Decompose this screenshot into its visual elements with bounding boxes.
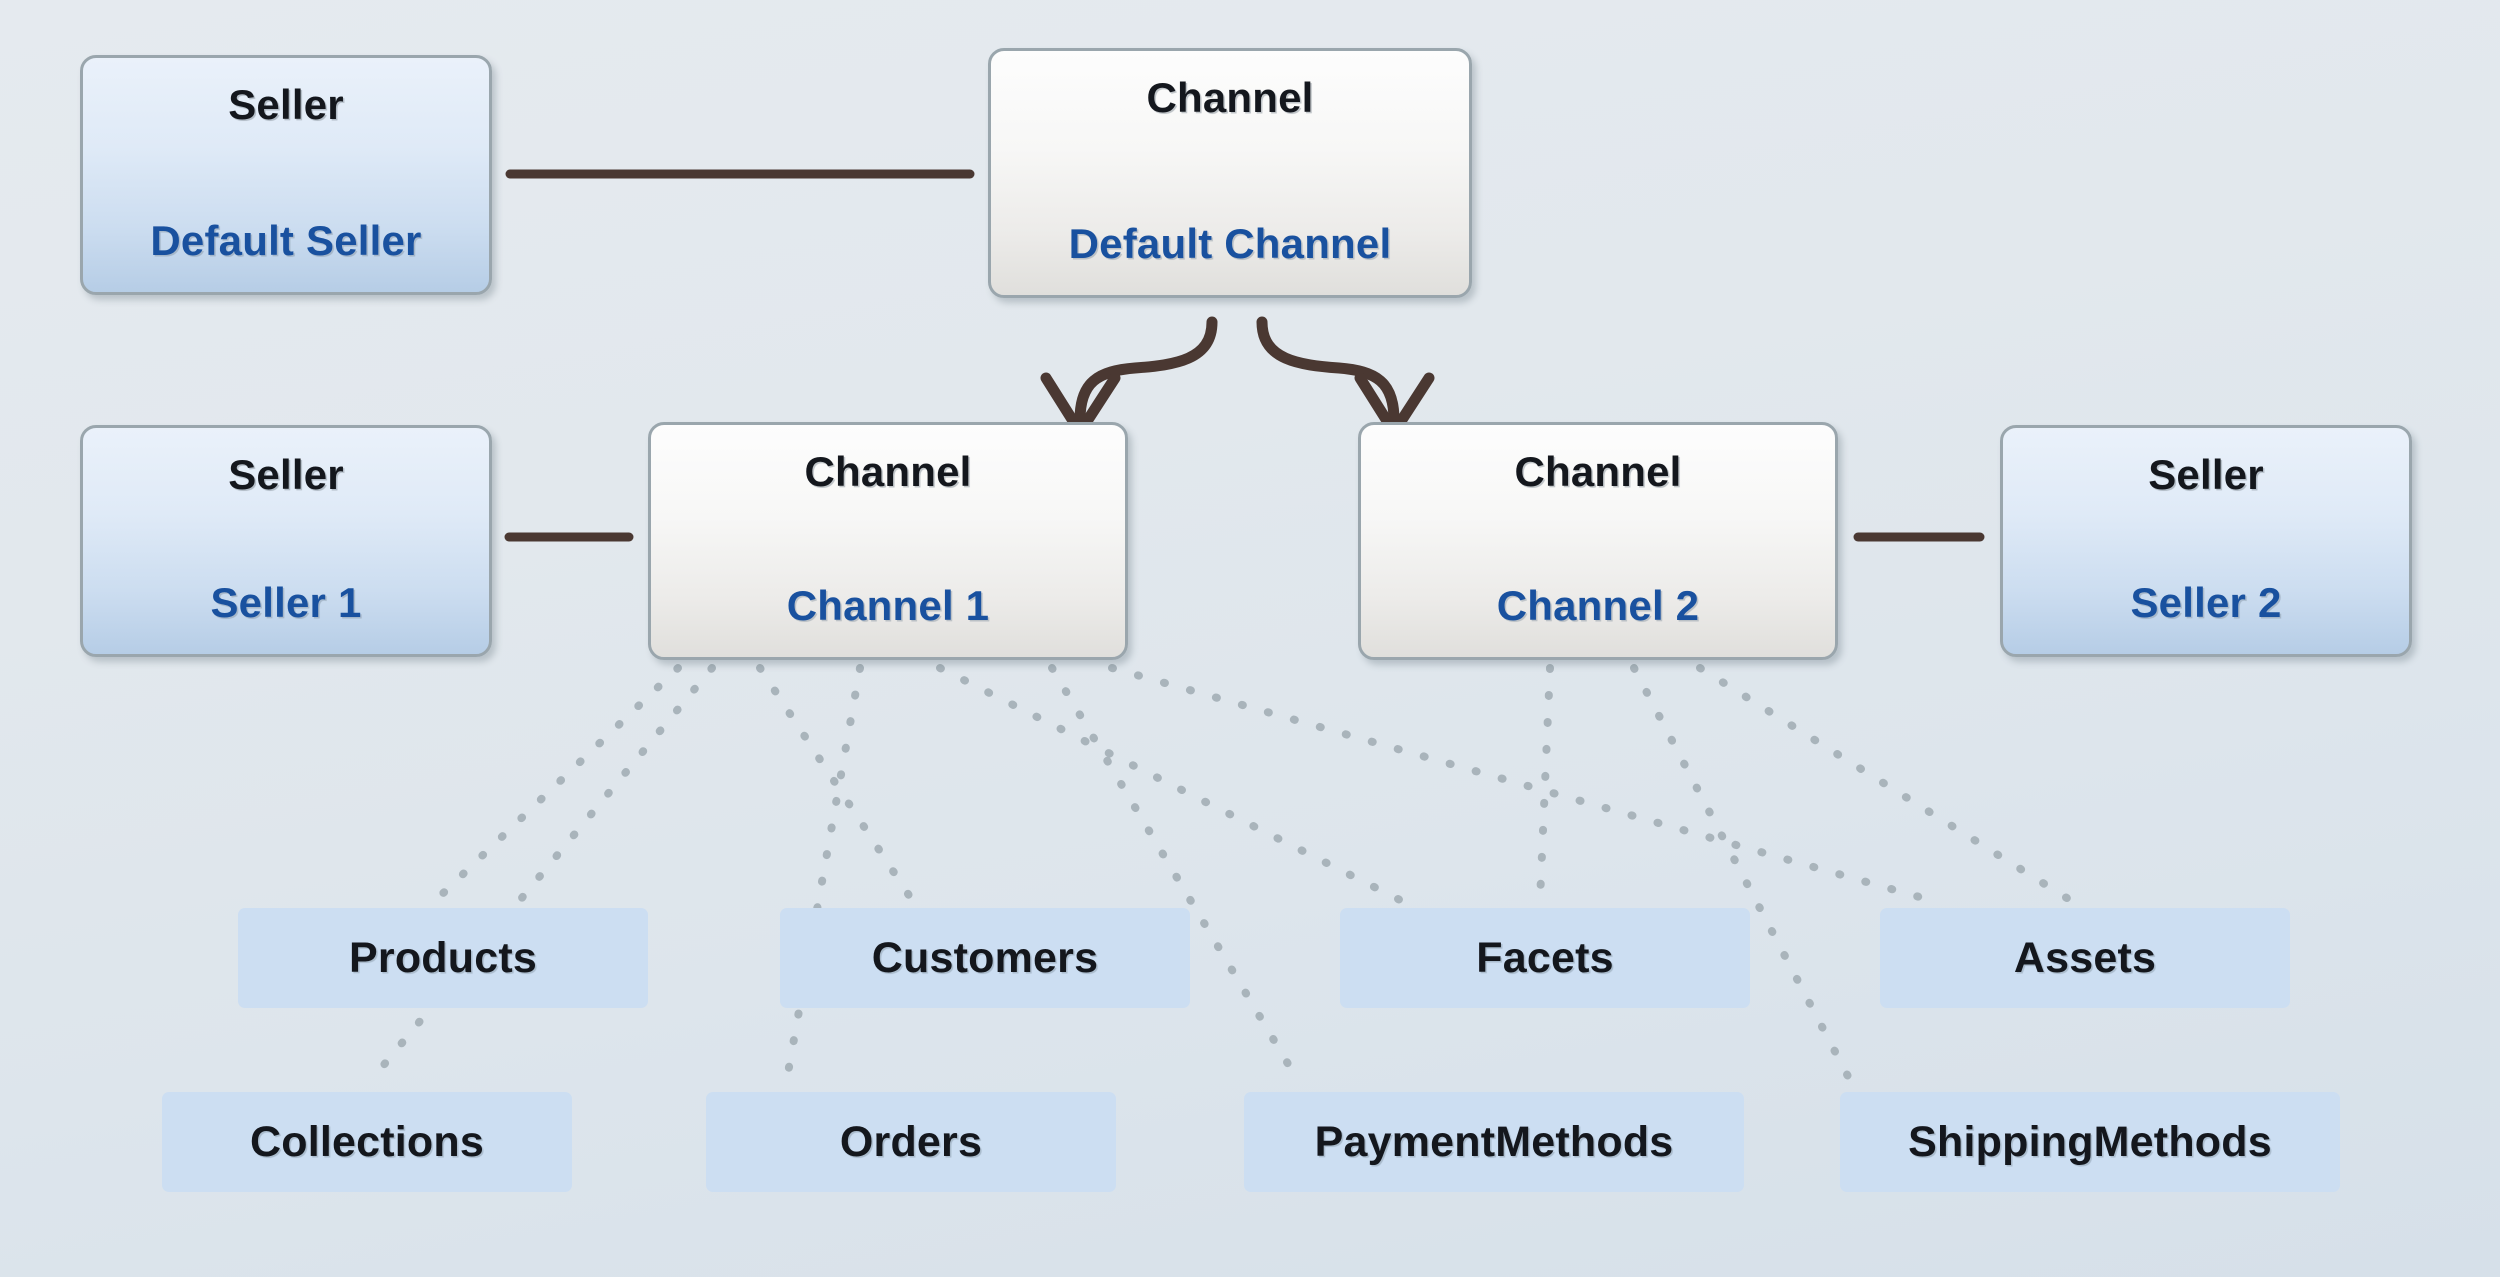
entity-chip-label: Customers xyxy=(871,933,1099,982)
entity-chip-label: Collections xyxy=(250,1117,484,1166)
dotted-link-channel2-to-assets xyxy=(1696,664,2074,904)
entity-chip-customers[interactable]: Customers xyxy=(780,908,1190,1008)
node-type-label: Channel xyxy=(1514,448,1682,495)
entity-chip-orders[interactable]: Orders xyxy=(706,1092,1116,1192)
dotted-link-channel1-to-assets xyxy=(1108,664,1934,904)
entity-chip-label: PaymentMethods xyxy=(1314,1117,1674,1166)
dotted-link-channel2-to-facets xyxy=(1536,664,1554,904)
node-type-label: Channel xyxy=(804,448,972,495)
arrow-default-channel-to-channel-2 xyxy=(1256,316,1435,438)
entity-chip-label: Products xyxy=(349,933,537,982)
node-type-label: Channel xyxy=(1146,74,1314,121)
entity-chip-products[interactable]: Products xyxy=(238,908,648,1008)
entity-chip-facets[interactable]: Facets xyxy=(1340,908,1750,1008)
entity-chip-label: Assets xyxy=(2013,933,2157,982)
dotted-link-channel1-to-orders xyxy=(782,664,864,1088)
dotted-link-channel1-to-products xyxy=(432,664,682,904)
entity-chip-shippingmethods[interactable]: ShippingMethods xyxy=(1840,1092,2340,1192)
entity-chip-assets[interactable]: Assets xyxy=(1880,908,2290,1008)
dotted-link-channel1-to-collections xyxy=(364,664,716,1088)
node-name-label: Seller 1 xyxy=(210,579,362,626)
entity-chip-collections[interactable]: Collections xyxy=(162,1092,572,1192)
node-name-label: Channel 1 xyxy=(786,582,990,629)
node-type-label: Seller xyxy=(228,81,344,128)
dotted-link-channel1-to-customers xyxy=(756,664,916,904)
node-name-label: Channel 2 xyxy=(1496,582,1700,629)
dotted-link-channel1-to-paymentmethods xyxy=(1048,664,1304,1088)
node-name-label: Seller 2 xyxy=(2130,579,2282,626)
node-name-label: Default Channel xyxy=(1068,220,1392,267)
node-type-label: Seller xyxy=(228,451,344,498)
entity-chip-label: ShippingMethods xyxy=(1908,1117,2272,1166)
node-name-label: Default Seller xyxy=(150,217,422,264)
entity-chip-label: Orders xyxy=(839,1117,983,1166)
entity-chip-paymentmethods[interactable]: PaymentMethods xyxy=(1244,1092,1744,1192)
dotted-link-channel1-to-facets xyxy=(936,664,1404,904)
arrow-default-channel-to-channel-1 xyxy=(1040,316,1218,438)
entity-chip-label: Facets xyxy=(1476,933,1614,982)
dotted-link-channel2-to-shippingmethods xyxy=(1630,664,1856,1088)
dotted-association-lines xyxy=(364,664,2074,1088)
inheritance-arrows xyxy=(1040,316,1435,438)
node-type-label: Seller xyxy=(2148,451,2264,498)
